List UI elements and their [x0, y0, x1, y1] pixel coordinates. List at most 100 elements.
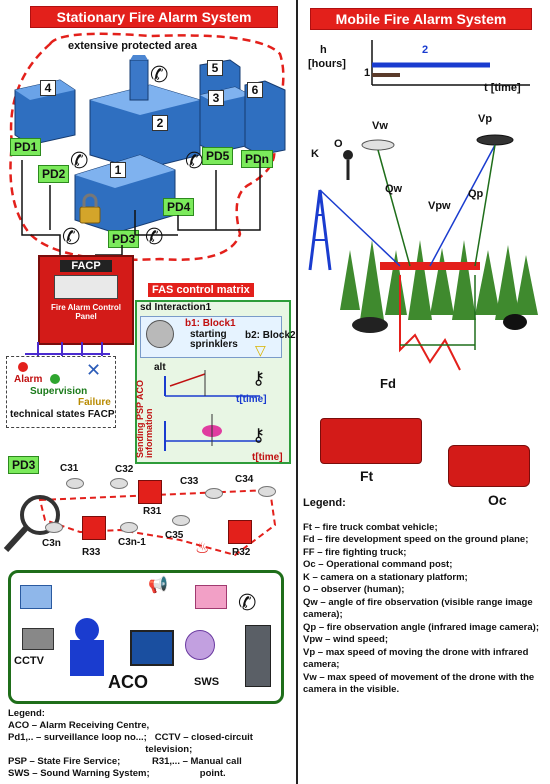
- c3n1-label: C3n-1: [118, 537, 146, 548]
- facp-label: FACP: [60, 260, 112, 272]
- phone-icon: ✆: [145, 224, 164, 249]
- facp-panel-text: Fire Alarm Control Panel: [51, 303, 121, 321]
- call-point-icon: [228, 520, 252, 544]
- c32-label: C32: [115, 464, 134, 475]
- smoke-detector-icon: [110, 478, 128, 489]
- qp-label: Qp: [468, 188, 484, 200]
- detector-pd3: PD3: [108, 230, 140, 248]
- qw-label: Qw: [385, 183, 403, 195]
- protected-area-outline: [9, 32, 285, 261]
- smoke-detector-icon: [66, 478, 84, 489]
- building-2-label: 2: [152, 115, 168, 131]
- siren-icon: 📢: [148, 577, 168, 594]
- failure-label: Failure: [78, 397, 111, 408]
- legend-right-line: Oc – Operational command post;: [303, 559, 453, 570]
- matrix-interaction: sd Interaction1: [140, 302, 212, 313]
- legend-right-title: Legend:: [303, 497, 346, 509]
- detector-pdn: PDn: [241, 150, 273, 168]
- legend-right-line: Qp – fire observation angle (infrared im…: [303, 621, 539, 633]
- legend-right-line: K – camera on a stationary platform;: [303, 571, 468, 583]
- oc-label: Oc: [488, 492, 507, 508]
- speaker-icon: [20, 585, 52, 609]
- loop-wiring: [3, 488, 277, 557]
- block1-desc: starting sprinklers: [190, 329, 238, 350]
- vp-label: Vp: [478, 113, 493, 125]
- fd-label: Fd: [380, 376, 396, 391]
- time-label-1: t[time]: [236, 394, 267, 405]
- timeline-hours: [hours]: [308, 58, 346, 70]
- legend-right-line: Vpw – wind speed;: [303, 634, 388, 645]
- building-5-label: 5: [207, 60, 223, 76]
- block2-label: b2: Block2: [245, 330, 296, 341]
- matrix-title: FAS control matrix: [148, 283, 254, 297]
- smoke-detector-icon: [45, 522, 63, 533]
- timeline-one: 1: [364, 67, 371, 79]
- detector-pd5: PD5: [202, 147, 234, 165]
- legend-right-line: Vw – max speed of movement of the drone …: [303, 671, 535, 696]
- valve-icon: ▽: [255, 342, 266, 358]
- operator-body: [70, 640, 104, 676]
- legend-right-line: Vp – max speed of moving the drone with …: [303, 646, 529, 671]
- fire-truck-icon: [320, 418, 422, 464]
- phone-icon: ✆: [238, 590, 257, 615]
- states-label: technical states FACP: [10, 409, 115, 420]
- r32-label: R32: [232, 547, 251, 558]
- smoke-detector-icon: [120, 522, 138, 533]
- legend-left-line: SWS – Sound Warning System; point.: [8, 768, 226, 779]
- phone-icon: ✆: [150, 62, 169, 87]
- vw-label: Vw: [372, 120, 388, 132]
- legend-right-line: O – observer (human);: [303, 584, 405, 595]
- legend-right-line: Qw – angle of fire observation (visible …: [303, 596, 533, 621]
- smoke-detector-icon: [205, 488, 223, 499]
- protected-area-label: extensive protected area: [68, 40, 198, 52]
- legend-left-title: Legend:: [8, 708, 45, 719]
- c35-label: C35: [165, 530, 184, 541]
- legend-left: Legend: ACO – Alarm Receiving Centre, Pd…: [8, 708, 293, 780]
- phone-icon: ✆: [185, 148, 204, 173]
- building-1-label: 1: [110, 162, 126, 178]
- wrench-icon: ✕: [86, 360, 102, 380]
- legend-left-line: television;: [8, 744, 193, 755]
- detector-pd3-loop: PD3: [8, 456, 40, 474]
- facp-panel[interactable]: FACP Fire Alarm Control Panel: [38, 255, 134, 345]
- mobile-scene: [308, 134, 538, 371]
- sprinkler-icon: [146, 320, 174, 348]
- supervision-label: Supervision: [30, 386, 88, 397]
- alt-label: alt: [154, 362, 166, 373]
- sws-siren-icon: [185, 630, 215, 660]
- right-title: Mobile Fire Alarm System: [310, 8, 532, 30]
- timing-diagram: [164, 370, 260, 451]
- monitor-icon: [130, 630, 174, 666]
- alarm-indicator-icon: [18, 362, 28, 372]
- c33-label: C33: [180, 476, 199, 487]
- legend-right-line: Fd – fire development speed on the groun…: [303, 534, 529, 545]
- smoke-detector-icon: [172, 515, 190, 526]
- timeline-chart: [371, 40, 530, 86]
- ft-label: Ft: [360, 468, 374, 484]
- cctv-camera-icon: [22, 628, 54, 650]
- sws-label: SWS: [194, 676, 220, 688]
- c34-label: C34: [235, 474, 254, 485]
- timeline-t: t [time]: [484, 82, 521, 94]
- operator-icon: [75, 618, 99, 642]
- legend-left-line: PSP – State Fire Service; R31,... – Manu…: [8, 756, 242, 767]
- smoke-detector-icon: [258, 486, 276, 497]
- c3n-label: C3n: [42, 538, 61, 549]
- fire-icon: ♨: [195, 540, 210, 557]
- r31-label: R31: [143, 506, 162, 517]
- o-label: O: [334, 138, 343, 150]
- matrix-vertical-text: Sending PSP ACO information: [135, 379, 154, 458]
- block1-label: b1: Block1: [185, 318, 236, 329]
- server-icon: [245, 625, 271, 687]
- aco-label: ACO: [108, 672, 148, 692]
- facp-display: [54, 275, 118, 299]
- c31-label: C31: [60, 463, 79, 474]
- legend-right-line: Ft – fire truck combat vehicle;: [303, 521, 438, 533]
- call-point-icon: [82, 516, 106, 540]
- timeline-h: h: [320, 44, 327, 56]
- supervision-indicator-icon: [50, 374, 60, 384]
- wiring-lines: [21, 160, 261, 256]
- legend-left-line: ACO – Alarm Receiving Centre,: [8, 720, 150, 731]
- speaker-icon: [195, 585, 227, 609]
- alarm-label: Alarm: [14, 374, 43, 385]
